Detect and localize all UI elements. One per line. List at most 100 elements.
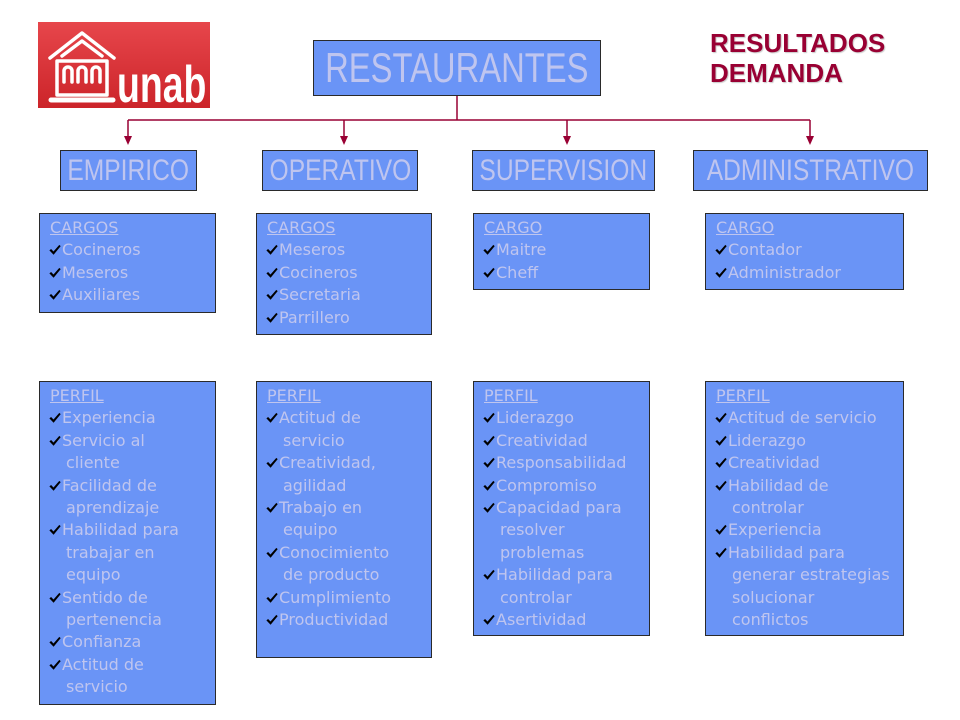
list-item-text: Secretaria [279,285,361,305]
list-item: Creatividad, agilidad [266,452,431,497]
arrowhead-administrativo [806,136,814,145]
check-icon [483,502,495,513]
list-item: Cumplimiento [266,587,431,609]
list-item-text: Cumplimiento [279,587,392,607]
list-item: Parrillero [266,307,431,329]
list-item-text: Servicio al cliente [62,430,145,473]
list-item-text: Actitud de servicio [62,654,144,697]
check-icon [266,592,278,603]
check-icon [49,637,61,648]
check-icon [49,435,61,446]
level-node-label: ADMINISTRATIVO [706,153,915,187]
check-icon [483,458,495,469]
check-icon [49,525,61,536]
level-node-operativo: OPERATIVO [262,150,418,191]
cargos-heading: CARGOS [50,218,119,237]
cargos-heading: CARGOS [267,218,336,237]
list-item: Maitre [483,239,649,261]
list-item-text: Actitud de servicio [279,408,361,450]
unab-logo: unab [38,22,210,108]
list-item-text: Productividad [279,610,389,630]
list-item-text: Actitud de servicio [728,408,877,428]
list-item: Capacidad para resolver problemas [483,497,649,564]
list-item: Auxiliares [49,284,215,306]
root-node: RESTAURANTES [313,40,601,96]
check-icon [266,290,278,301]
list-item-text: Confianza [62,632,142,652]
list-item: Meseros [49,262,215,284]
list-item: Responsabilidad [483,452,649,474]
list-item-text: Liderazgo [728,430,807,450]
check-icon [715,435,727,446]
list-item-text: Maitre [496,240,547,260]
list-item-text: Habilidad para trabajar en equipo [62,520,179,585]
check-icon [266,547,278,558]
list-item: Creatividad [483,430,649,452]
check-icon [715,267,727,278]
check-icon [715,245,727,256]
list-item: Servicio al cliente [49,430,215,475]
check-icon [266,502,278,513]
check-icon [266,267,278,278]
cargos-heading: CARGO [484,218,543,237]
list-item-text: Facilidad de aprendizaje [62,475,160,518]
list-item: Habilidad para trabajar en equipo [49,519,215,586]
check-icon [483,570,495,581]
list-item: Meseros [266,239,431,261]
level-node-label: EMPIRICO [67,153,190,187]
list-item: Contador [715,239,903,261]
list-item: Confianza [49,631,215,653]
perfil-heading: PERFIL [50,386,104,405]
list-item: Liderazgo [483,407,649,429]
list-item-text: Responsabilidad [496,453,627,473]
level-node-label: SUPERVISION [479,153,648,187]
list-item-text: Compromiso [496,475,597,495]
check-icon [483,267,495,278]
check-icon [715,480,727,491]
list-item: Cocineros [266,262,431,284]
list-item: Productividad [266,609,431,631]
list-item-text: Auxiliares [62,285,141,305]
list-item: Cheff [483,262,649,284]
cargos-heading: CARGO [716,218,775,237]
list-item: Liderazgo [715,430,903,452]
perfil-heading: PERFIL [716,386,770,405]
list-item-text: Cheff [496,262,539,282]
check-icon [266,413,278,424]
check-icon [49,290,61,301]
list-item: Facilidad de aprendizaje [49,475,215,520]
list-item-text: Trabajo en equipo [279,498,363,540]
arrowhead-empirico [124,136,132,145]
check-icon [483,614,495,625]
check-icon [483,480,495,491]
level-node-empirico: EMPIRICO [60,150,197,191]
check-icon [49,267,61,278]
perfil-heading: PERFIL [484,386,538,405]
list-item-text: Sentido de pertenencia [62,587,162,630]
list-item: Compromiso [483,475,649,497]
list-item-text: Cocineros [279,262,358,282]
logo-wordmark: unab [117,56,207,108]
list-item: Habilidad para generar estrategias soluc… [715,542,903,632]
list-item: Habilidad para controlar [483,564,649,609]
level-node-label: OPERATIVO [269,153,411,187]
check-icon [715,525,727,536]
list-item: Administrador [715,262,903,284]
check-icon [266,245,278,256]
list-item: Secretaria [266,284,431,306]
list-item-text: Contador [728,240,802,260]
list-item-text: Creatividad, agilidad [279,453,376,495]
check-icon [49,245,61,256]
building-icon [48,31,116,103]
check-icon [266,312,278,323]
list-item-text: Parrillero [279,307,350,327]
list-item-text: Experiencia [728,520,822,540]
